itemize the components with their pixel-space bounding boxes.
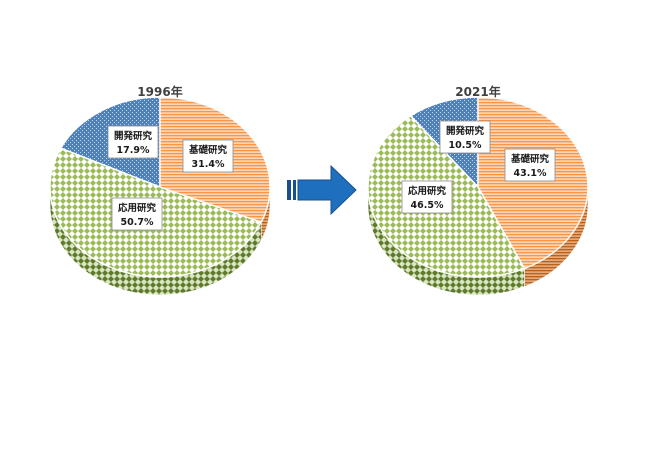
category-label: 開発研究 <box>446 125 485 137</box>
percent-label: 46.5% <box>411 200 444 211</box>
percent-label: 50.7% <box>121 217 154 228</box>
data-label-applied-2021: 応用研究 46.5% <box>401 180 453 214</box>
category-label: 応用研究 <box>407 185 447 197</box>
percent-label: 10.5% <box>449 140 482 151</box>
data-label-basic-1996: 基礎研究 31.4% <box>182 139 234 173</box>
category-label: 開発研究 <box>114 130 153 142</box>
pie-chart-2021: 2021年 開発研究 10.5% 基礎研究 43.1% 応用研究 46.5% <box>367 84 589 296</box>
category-label: 基礎研究 <box>510 153 550 165</box>
percent-label: 17.9% <box>117 145 150 156</box>
percent-label: 43.1% <box>514 168 547 179</box>
pie-chart-1996: 1996年 開発研究 17.9% 基礎研究 31.4% 応用研究 50.7% <box>49 84 271 296</box>
pie-slice-basic-2021 <box>477 96 589 270</box>
right-arrow-icon <box>287 164 357 216</box>
category-label: 応用研究 <box>117 202 157 214</box>
percent-label: 31.4% <box>192 159 225 170</box>
chart-title-2021: 2021年 <box>455 84 500 99</box>
data-label-applied-1996: 応用研究 50.7% <box>111 197 163 231</box>
category-label: 基礎研究 <box>188 144 228 156</box>
data-label-dev-1996: 開発研究 17.9% <box>107 125 159 159</box>
data-label-basic-2021: 基礎研究 43.1% <box>504 148 556 182</box>
chart-title-1996: 1996年 <box>137 84 182 99</box>
data-label-dev-2021: 開発研究 10.5% <box>439 120 491 154</box>
